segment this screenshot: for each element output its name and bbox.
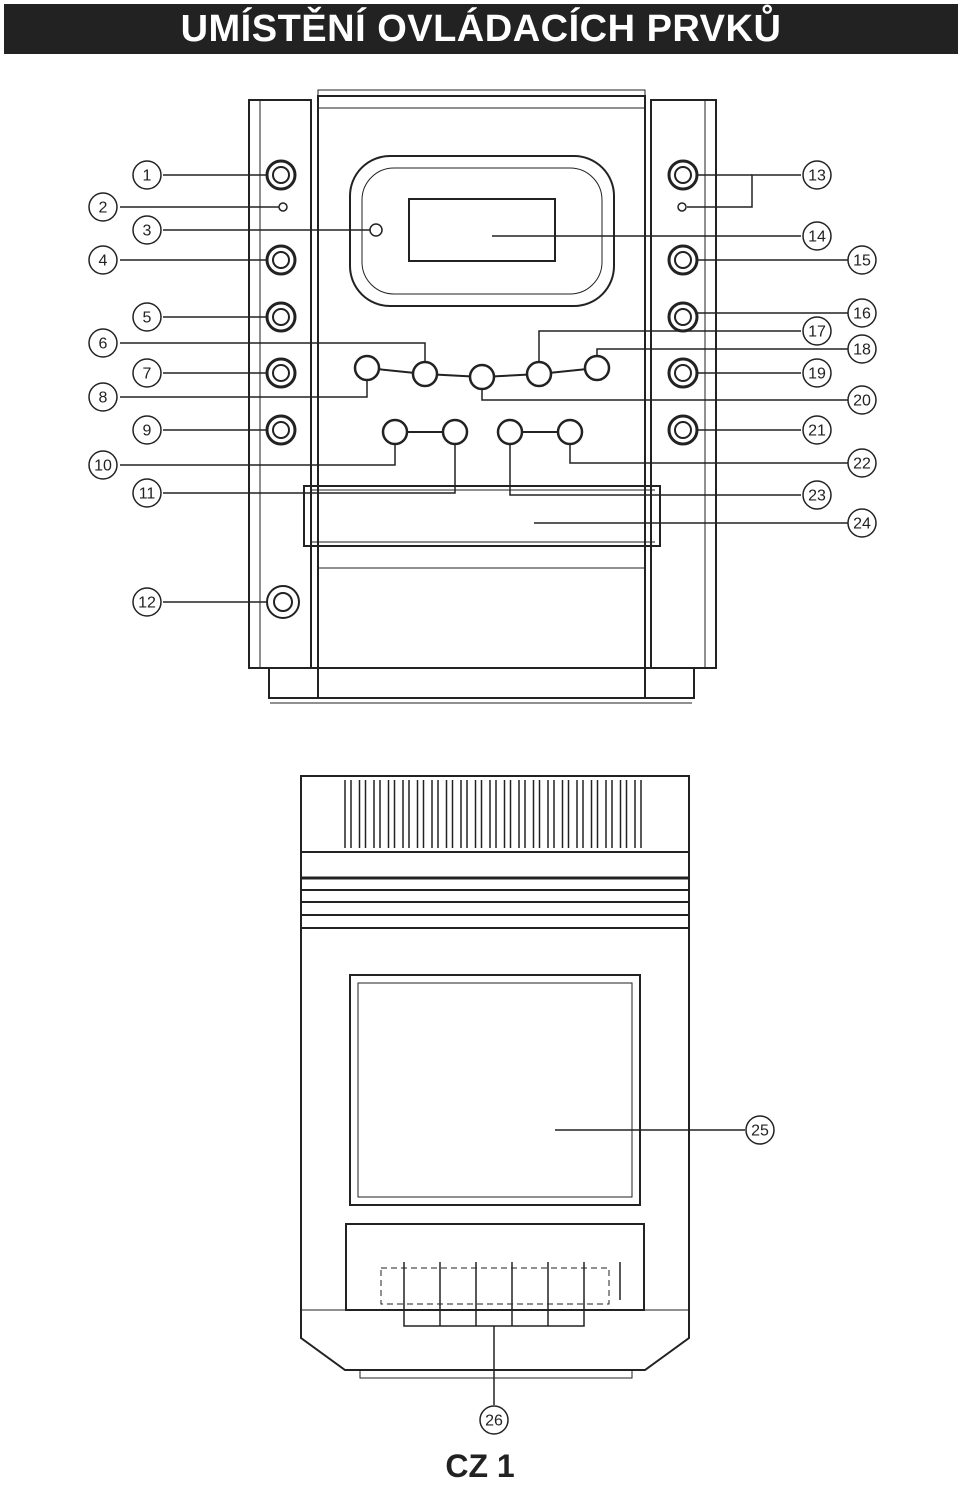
callout-leaders-top — [493, 1129, 745, 1405]
callout-6: 6 — [88, 328, 118, 358]
callout-10: 10 — [88, 450, 118, 480]
callout-number: 14 — [808, 229, 826, 246]
callout-number: 26 — [485, 1413, 503, 1430]
callout-23: 23 — [802, 480, 832, 510]
callout-number: 21 — [808, 423, 826, 440]
callout-26: 26 — [479, 1405, 509, 1435]
side-button — [667, 301, 699, 333]
page-title: UMÍSTĚNÍ OVLÁDACÍCH PRVKŮ — [180, 8, 782, 50]
panel-button — [411, 360, 439, 388]
callout-9: 9 — [132, 415, 162, 445]
lid-outer — [349, 974, 641, 1206]
panel-button — [353, 354, 381, 382]
callout-22: 22 — [847, 448, 877, 478]
callout-number: 24 — [853, 516, 871, 533]
side-button — [265, 414, 297, 446]
callout-number: 10 — [94, 458, 112, 475]
device-top-view — [300, 775, 690, 1379]
callout-19: 19 — [802, 358, 832, 388]
callout-7: 7 — [132, 358, 162, 388]
callout-number: 11 — [139, 486, 156, 503]
callout-numbers: 1234567891011121314151617181920212223242… — [88, 160, 877, 1435]
side-button — [265, 159, 297, 191]
callout-number: 19 — [808, 366, 826, 383]
side-button — [667, 414, 699, 446]
callout-number: 17 — [808, 324, 826, 341]
callout-number: 6 — [99, 336, 108, 353]
side-button — [667, 159, 699, 191]
callout-number: 13 — [808, 168, 826, 185]
callout-11: 11 — [132, 478, 162, 508]
phones-jack — [266, 585, 300, 619]
callout-number: 16 — [853, 306, 871, 323]
callout-number: 25 — [751, 1123, 769, 1140]
led-indicator — [677, 202, 687, 212]
panel-button — [556, 418, 584, 446]
callout-number: 3 — [143, 223, 152, 240]
side-button — [265, 357, 297, 389]
side-button — [265, 301, 297, 333]
led-indicator — [278, 202, 288, 212]
callout-16: 16 — [847, 298, 877, 328]
button-strip — [380, 1267, 610, 1305]
side-button — [667, 357, 699, 389]
panel-button — [441, 418, 469, 446]
side-button — [667, 244, 699, 276]
page-label: CZ 1 — [445, 1448, 515, 1484]
callout-12: 12 — [132, 587, 162, 617]
callout-5: 5 — [132, 302, 162, 332]
callout-number: 2 — [99, 200, 108, 217]
callout-21: 21 — [802, 415, 832, 445]
device-base — [268, 667, 695, 699]
callout-14: 14 — [802, 221, 832, 251]
callout-17: 17 — [802, 316, 832, 346]
callout-1: 1 — [132, 160, 162, 190]
callout-number: 23 — [808, 488, 826, 505]
callout-2: 2 — [88, 192, 118, 222]
callout-number: 20 — [853, 393, 871, 410]
callout-number: 4 — [99, 253, 108, 270]
callout-24: 24 — [847, 508, 877, 538]
callout-number: 12 — [138, 595, 156, 612]
callout-leaders-front — [120, 174, 848, 603]
callout-13: 13 — [802, 160, 832, 190]
panel-button — [583, 354, 611, 382]
side-button — [265, 244, 297, 276]
page-header: UMÍSTĚNÍ OVLÁDACÍCH PRVKŮ — [4, 4, 958, 54]
device-front-view — [248, 89, 717, 704]
panel-button — [468, 363, 496, 391]
callout-4: 4 — [88, 245, 118, 275]
panel-button — [496, 418, 524, 446]
callout-number: 7 — [143, 366, 152, 383]
cassette-door — [303, 485, 661, 547]
display-outer — [349, 155, 615, 307]
front-control-bay — [345, 1223, 645, 1311]
callout-number: 1 — [143, 168, 152, 185]
callout-number: 18 — [853, 342, 871, 359]
callout-15: 15 — [847, 245, 877, 275]
panel-button — [381, 418, 409, 446]
callout-8: 8 — [88, 382, 118, 412]
callout-number: 15 — [853, 253, 871, 270]
panel-button — [525, 360, 553, 388]
callout-20: 20 — [847, 385, 877, 415]
callout-number: 5 — [143, 310, 152, 327]
top-body — [300, 927, 690, 1371]
display-screen — [408, 198, 556, 262]
callout-number: 9 — [143, 423, 152, 440]
callout-25: 25 — [745, 1115, 775, 1145]
callout-number: 22 — [853, 456, 871, 473]
callout-18: 18 — [847, 334, 877, 364]
callout-3: 3 — [132, 215, 162, 245]
callout-number: 8 — [99, 390, 108, 407]
lid-window — [357, 982, 633, 1198]
remote-sensor — [369, 223, 383, 237]
